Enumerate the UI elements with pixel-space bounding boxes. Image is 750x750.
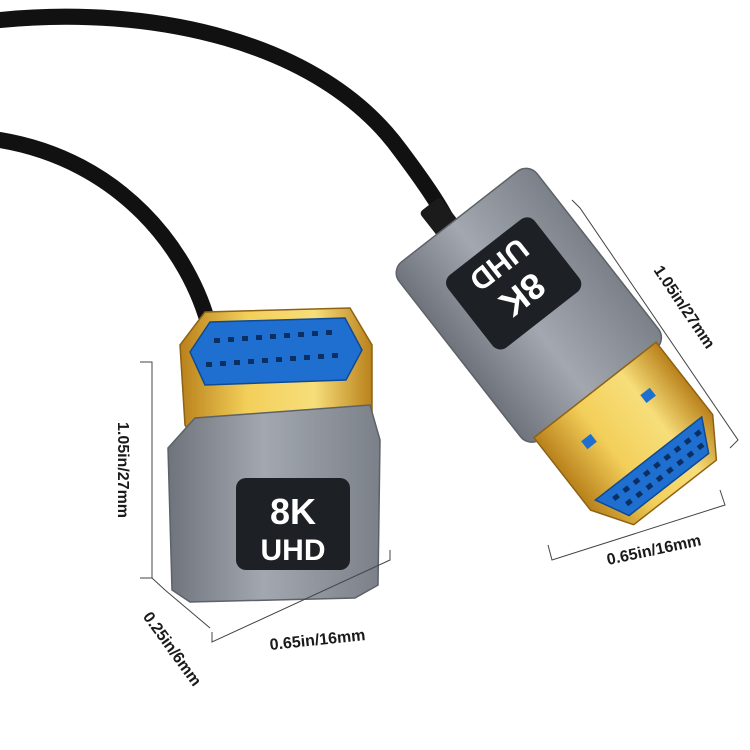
left-thickness-line [151,577,211,629]
right-cable [0,8,463,248]
right-width-label: 0.65in/16mm [605,532,702,569]
left-pin-row [206,330,338,367]
left-badge-bottom: UHD [261,534,326,567]
right-pin-row [612,429,705,507]
right-plug-hole-1 [581,433,597,450]
left-blue-insulator [189,317,363,386]
right-hdmi-connector: 8K UHD [395,167,718,526]
right-badge [446,217,582,350]
right-plug-hole-2 [640,387,656,404]
left-badge-top: 8K [270,491,316,532]
left-thickness-label: 0.25in/6mm [139,609,204,690]
right-height-line [571,199,739,449]
left-height-line [140,361,153,579]
right-blue-insulator [593,415,710,517]
left-height-label: 1.05in/27mm [114,422,131,518]
left-cable [0,132,218,338]
left-badge [236,478,350,570]
left-width-label: 0.65in/16mm [269,627,366,654]
dimension-lines [140,199,739,643]
left-hdmi-connector: 8K UHD [167,307,381,603]
right-width-line [547,489,726,561]
left-width-line [211,550,391,643]
